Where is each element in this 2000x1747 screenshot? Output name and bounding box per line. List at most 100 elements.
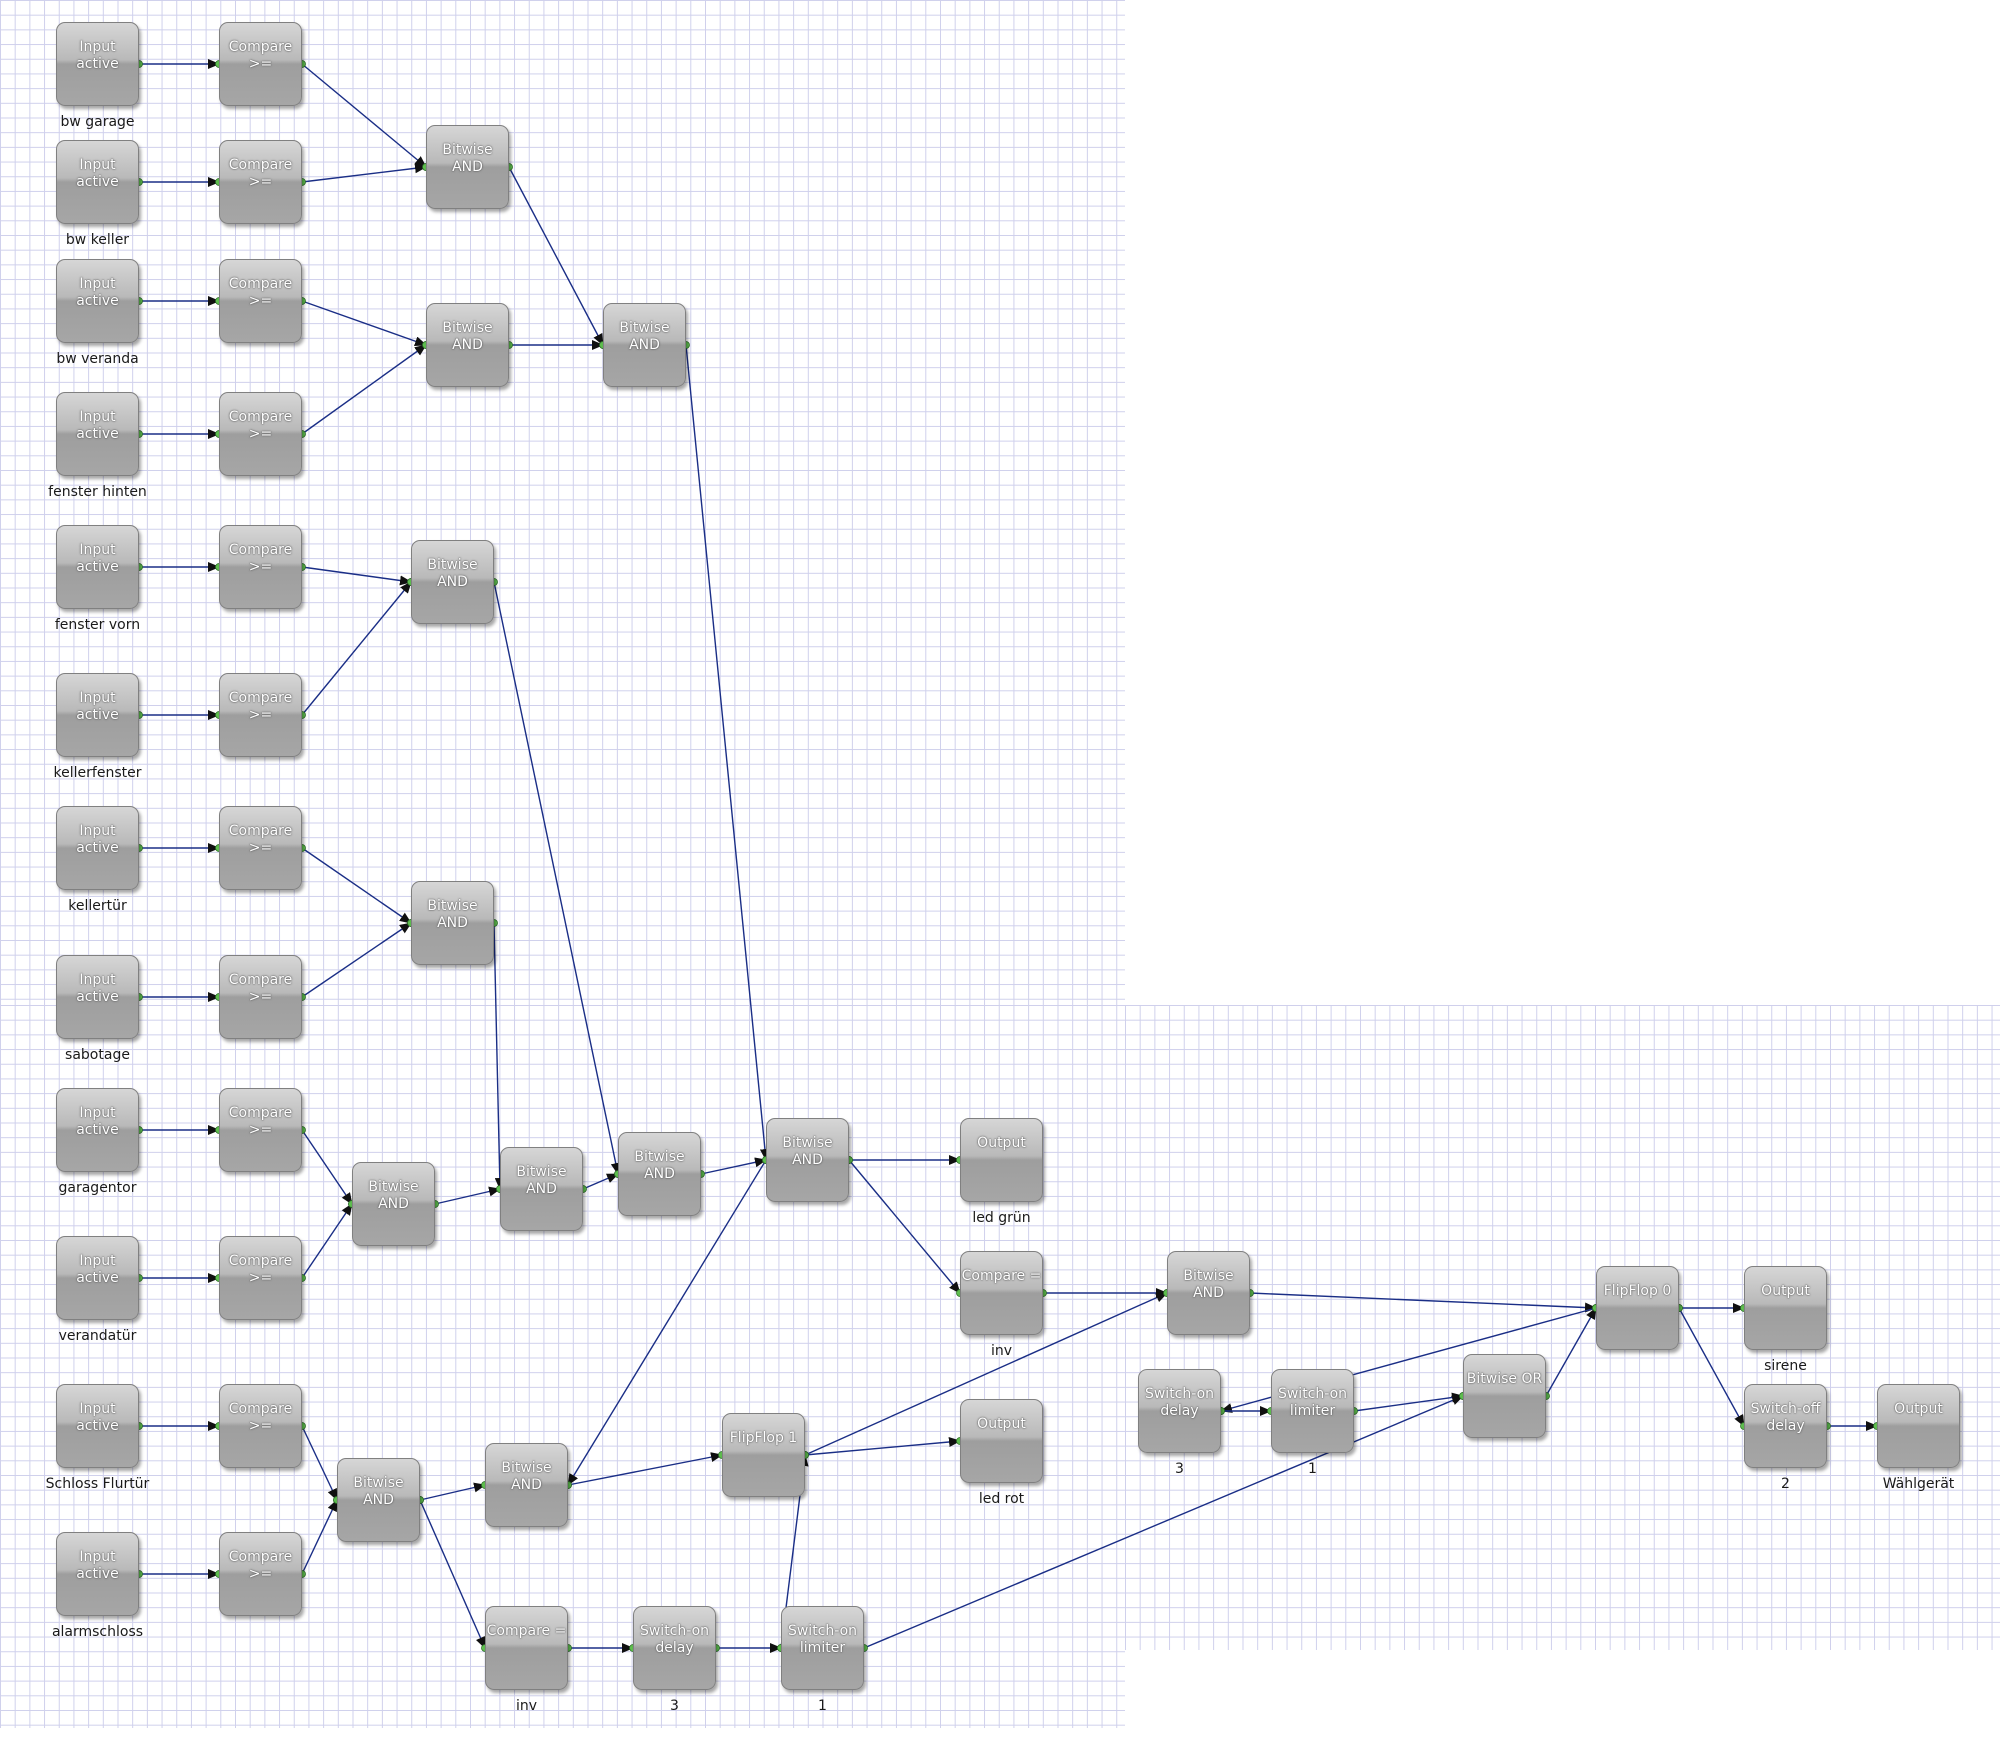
block-in3[interactable]: Input active [56,259,139,343]
block-a5[interactable]: Bitwise AND [411,881,494,965]
block-so1[interactable]: Switch-off delay [1744,1384,1827,1468]
wire-c11-a10 [301,1425,338,1501]
block-a12[interactable]: Bitwise AND [1167,1251,1250,1335]
block-in9[interactable]: Input active [56,1088,139,1172]
wire-c2-a1 [301,163,427,183]
block-label-sl1: 1 [818,1698,827,1714]
block-c1[interactable]: Compare >= [219,22,302,106]
block-ff1[interactable]: FlipFlop 1 [722,1413,805,1497]
block-in4[interactable]: Input active [56,392,139,476]
block-label-in9: garagentor [58,1180,137,1196]
block-a3[interactable]: Bitwise AND [603,303,686,387]
block-or1[interactable]: Bitwise OR [1463,1354,1546,1438]
wire-a11-ff1 [567,1452,723,1486]
wire-a9-a11 [567,1159,767,1486]
block-c11[interactable]: Compare >= [219,1384,302,1468]
wire-c12-a10 [301,1499,338,1575]
canvas-grid-lower [0,1005,1125,1728]
block-label-in2: bw keller [65,232,130,248]
block-label-ce2: inv [515,1698,538,1714]
wire-a3-a9 [685,344,770,1161]
block-in10[interactable]: Input active [56,1236,139,1320]
block-label-o2: led rot [978,1491,1025,1507]
block-o3[interactable]: Output [1744,1266,1827,1350]
block-a7[interactable]: Bitwise AND [500,1147,583,1231]
block-a10[interactable]: Bitwise AND [337,1458,420,1542]
block-a11[interactable]: Bitwise AND [485,1443,568,1527]
wire-c8-a5 [301,922,412,998]
block-a6[interactable]: Bitwise AND [352,1162,435,1246]
block-a9[interactable]: Bitwise AND [766,1118,849,1202]
block-in11[interactable]: Input active [56,1384,139,1468]
wire-or1-ff0 [1545,1307,1597,1397]
wire-sl1-or1 [863,1395,1464,1649]
wire-a10-ce2 [419,1499,486,1649]
block-a8[interactable]: Bitwise AND [618,1132,701,1216]
block-label-in10: verandatür [58,1328,137,1344]
block-c2[interactable]: Compare >= [219,140,302,224]
wire-a5-a7 [493,922,505,1190]
block-c5[interactable]: Compare >= [219,525,302,609]
wire-a9-ce1 [848,1159,961,1294]
block-o2[interactable]: Output [960,1399,1043,1483]
block-c10[interactable]: Compare >= [219,1236,302,1320]
block-label-o3: sirene [1764,1358,1807,1374]
block-label-in5: fenster vorn [54,617,141,633]
block-label-in3: bw veranda [56,351,139,367]
block-c4[interactable]: Compare >= [219,392,302,476]
wire-c4-a2 [301,344,427,435]
block-sl1[interactable]: Switch-on limiter [781,1606,864,1690]
block-c12[interactable]: Compare >= [219,1532,302,1616]
block-in12[interactable]: Input active [56,1532,139,1616]
block-a4[interactable]: Bitwise AND [411,540,494,624]
block-label-in12: alarmschloss [51,1624,144,1640]
block-sd2[interactable]: Switch-on delay [1138,1369,1221,1453]
wire-ff1-a12 [804,1292,1168,1456]
wire-c6-a4 [301,581,412,716]
block-label-o1: led grün [972,1210,1031,1226]
block-a1[interactable]: Bitwise AND [426,125,509,209]
block-c8[interactable]: Compare >= [219,955,302,1039]
canvas-grid-right [1125,1005,2000,1650]
block-c7[interactable]: Compare >= [219,806,302,890]
wire-a1-a3 [508,166,604,346]
block-o1[interactable]: Output [960,1118,1043,1202]
block-ff0[interactable]: FlipFlop 0 [1596,1266,1679,1350]
block-label-ce1: inv [990,1343,1013,1359]
block-c9[interactable]: Compare >= [219,1088,302,1172]
wire-c10-a6 [301,1203,353,1279]
block-c6[interactable]: Compare >= [219,673,302,757]
wire-ff1-o2 [804,1437,961,1456]
block-in8[interactable]: Input active [56,955,139,1039]
wire-c5-a4 [301,566,412,586]
wire-a7-a8 [582,1173,619,1190]
block-label-sd1: 3 [670,1698,679,1714]
wire-a6-a7 [434,1186,501,1205]
block-label-in6: kellerfenster [53,765,142,781]
wire-c1-a1 [301,63,427,168]
wire-a4-a8 [493,581,621,1175]
block-in7[interactable]: Input active [56,806,139,890]
block-label-o4: Wählgerät [1882,1476,1955,1492]
wire-a12-ff0 [1249,1292,1597,1313]
block-label-so1: 2 [1781,1476,1790,1492]
block-ce1[interactable]: Compare = [960,1251,1043,1335]
wire-a10-a11 [419,1482,486,1501]
block-ce2[interactable]: Compare = [485,1606,568,1690]
block-label-sl2: 1 [1308,1461,1317,1477]
block-a2[interactable]: Bitwise AND [426,303,509,387]
block-c3[interactable]: Compare >= [219,259,302,343]
block-in6[interactable]: Input active [56,673,139,757]
block-label-in4: fenster hinten [48,484,147,500]
block-in5[interactable]: Input active [56,525,139,609]
block-in2[interactable]: Input active [56,140,139,224]
block-sd1[interactable]: Switch-on delay [633,1606,716,1690]
wire-a8-a9 [700,1157,767,1175]
block-sl2[interactable]: Switch-on limiter [1271,1369,1354,1453]
block-label-in8: sabotage [65,1047,130,1063]
block-in1[interactable]: Input active [56,22,139,106]
wire-ff0-so1 [1678,1307,1745,1427]
wire-c9-a6 [301,1129,353,1205]
wire-c7-a5 [301,847,412,924]
block-o4[interactable]: Output [1877,1384,1960,1468]
